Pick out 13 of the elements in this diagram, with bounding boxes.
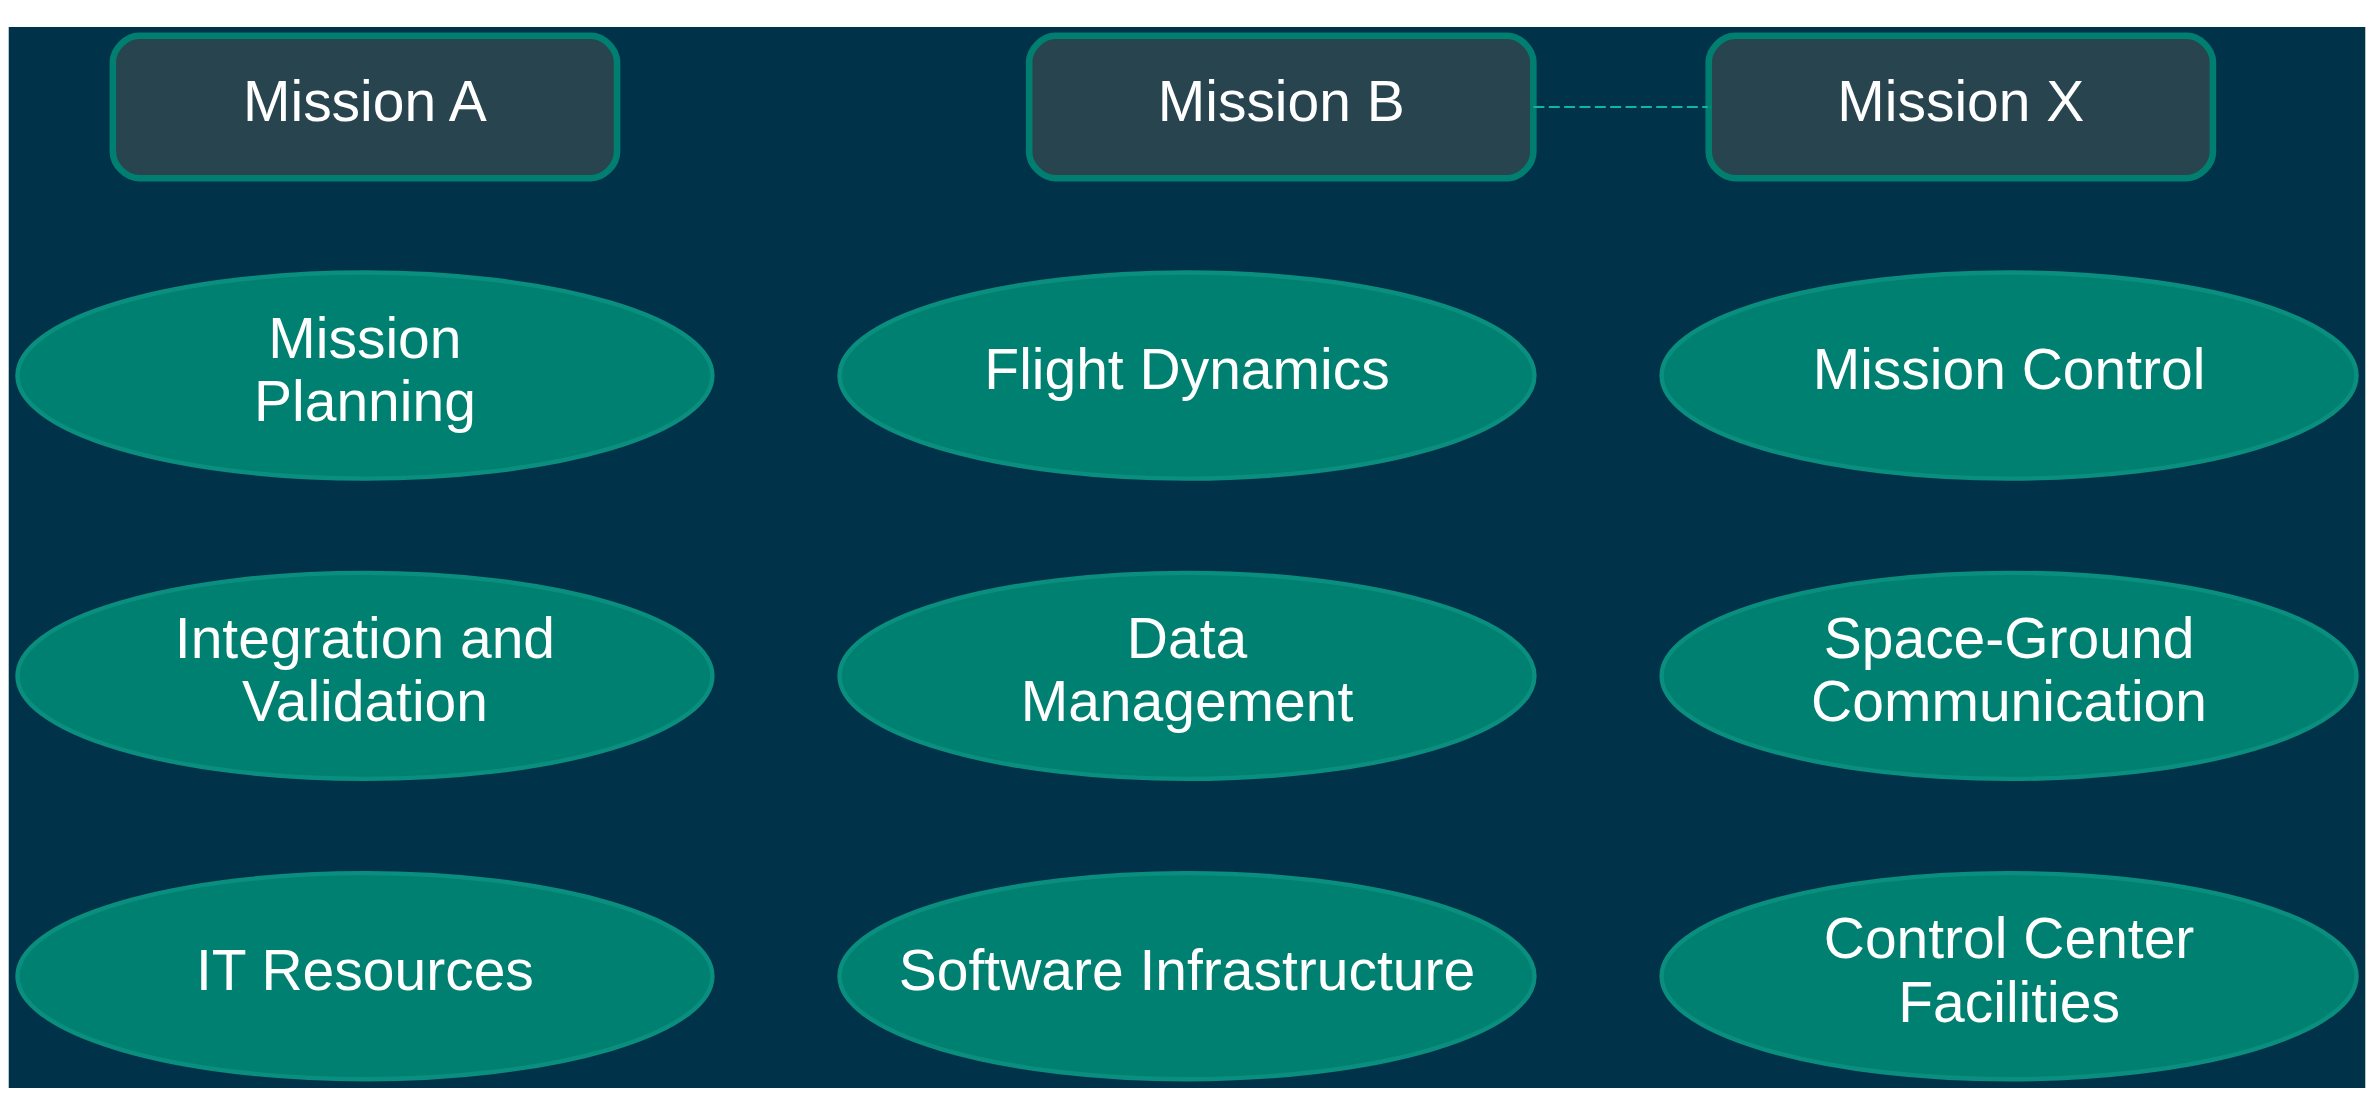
node-ellipse: Integration and Validation — [15, 570, 715, 781]
node-ellipse: Data Management — [837, 570, 1537, 781]
node-ellipse: Mission Control — [1659, 269, 2359, 481]
node-ellipse: Mission Planning — [15, 269, 715, 481]
node-box: Mission A — [109, 32, 621, 182]
node-ellipse: Control Center Facilities — [1659, 870, 2359, 1081]
node-box: Mission B — [1025, 32, 1537, 182]
node-ellipse: Flight Dynamics — [837, 269, 1537, 481]
node-ellipse: IT Resources — [15, 870, 715, 1081]
node-ellipse: Space-Ground Communication — [1659, 570, 2359, 781]
connector — [1533, 105, 1708, 108]
node-ellipse: Software Infrastructure — [837, 870, 1537, 1081]
node-box: Mission X — [1705, 32, 2217, 182]
